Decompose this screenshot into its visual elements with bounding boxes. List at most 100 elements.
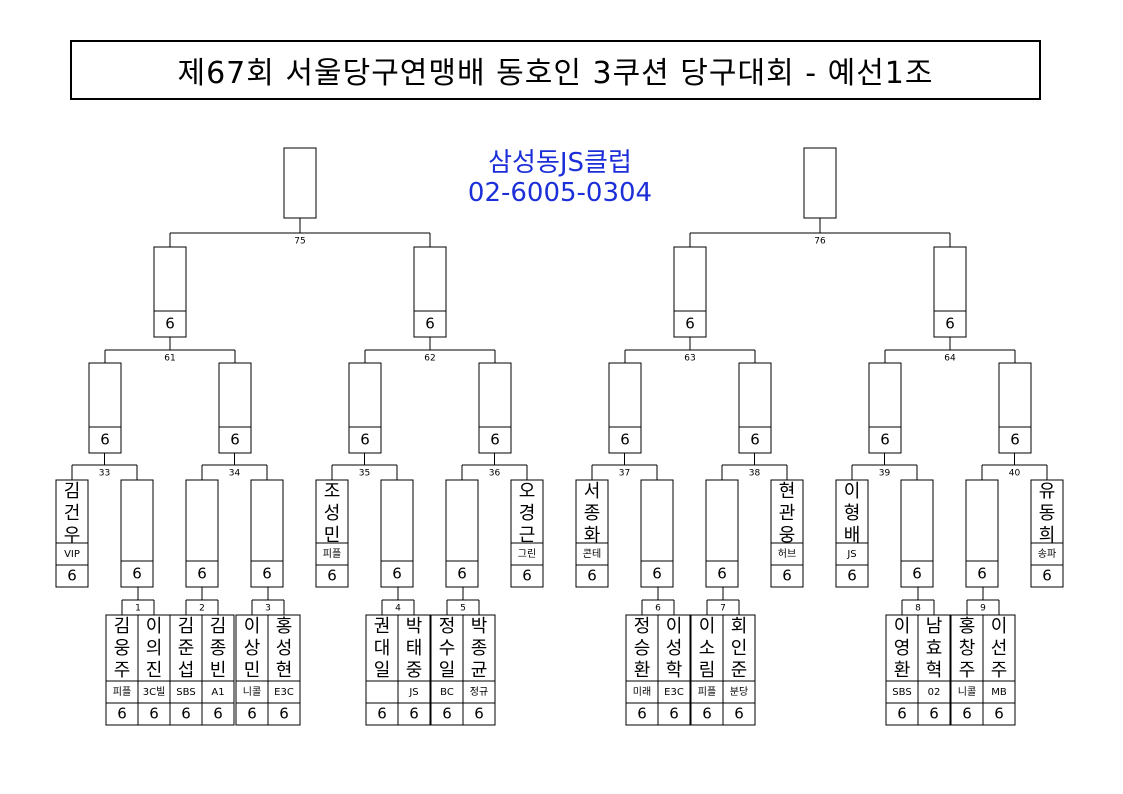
score-mark: 6 bbox=[962, 705, 972, 723]
player-name-char: 이 bbox=[991, 616, 1008, 637]
match-number: 76 bbox=[814, 237, 826, 247]
player-name-char: 홍 bbox=[959, 616, 976, 637]
score-mark: 6 bbox=[213, 705, 223, 723]
player-name-char: 주 bbox=[959, 660, 976, 681]
round3-slot-box bbox=[478, 362, 512, 454]
match-number: 64 bbox=[944, 354, 956, 364]
player-name-char: 민 bbox=[244, 660, 261, 681]
player-name-char: 일 bbox=[374, 660, 391, 681]
final-slot-box bbox=[283, 147, 317, 219]
player-name-char: 준 bbox=[178, 638, 195, 659]
round1-slot-box bbox=[640, 479, 674, 588]
score-mark: 6 bbox=[945, 315, 955, 333]
player-name-char: 조 bbox=[324, 481, 341, 502]
player-name-char: 현 bbox=[779, 481, 796, 502]
match-number: 38 bbox=[749, 469, 761, 479]
player-name-char: 김 bbox=[114, 616, 131, 637]
player-name-char: 이 bbox=[666, 616, 683, 637]
round1-slot-box bbox=[445, 479, 479, 588]
player-name-char: 주 bbox=[991, 660, 1008, 681]
score-mark: 6 bbox=[994, 705, 1004, 723]
player-name-char: 의 bbox=[146, 638, 163, 659]
player-name-char: 환 bbox=[634, 660, 651, 681]
player-name-char: 정 bbox=[634, 616, 651, 637]
score-mark: 6 bbox=[880, 431, 890, 449]
score-mark: 6 bbox=[637, 705, 647, 723]
score-mark: 6 bbox=[522, 567, 532, 585]
player-name-char: 진 bbox=[146, 660, 163, 681]
player-club: SBS bbox=[892, 687, 911, 698]
score-mark: 6 bbox=[685, 315, 695, 333]
score-mark: 6 bbox=[750, 431, 760, 449]
player-name-char: 홍 bbox=[276, 616, 293, 637]
player-name-char: 이 bbox=[894, 616, 911, 637]
player-box bbox=[690, 614, 724, 726]
player-club: MB bbox=[991, 687, 1007, 698]
score-mark: 6 bbox=[425, 315, 435, 333]
player-box bbox=[885, 614, 919, 726]
player-name-char: 건 bbox=[64, 503, 81, 524]
score-mark: 6 bbox=[897, 705, 907, 723]
player-box bbox=[365, 614, 399, 726]
seeded-player-box bbox=[510, 479, 544, 588]
match-number: 62 bbox=[424, 354, 435, 364]
player-name-char: 수 bbox=[439, 638, 456, 659]
player-box bbox=[462, 614, 496, 726]
score-mark: 6 bbox=[717, 565, 727, 583]
player-name-char: 배 bbox=[844, 525, 861, 546]
player-name-char: 림 bbox=[699, 660, 716, 681]
player-box bbox=[201, 614, 235, 726]
match-number: 33 bbox=[99, 469, 110, 479]
player-club: 02 bbox=[928, 687, 941, 698]
match-number: 7 bbox=[720, 604, 726, 614]
score-mark: 6 bbox=[977, 565, 987, 583]
score-mark: 6 bbox=[929, 705, 939, 723]
score-mark: 6 bbox=[247, 705, 257, 723]
match-number: 36 bbox=[489, 469, 501, 479]
score-mark: 6 bbox=[847, 567, 857, 585]
player-name-char: 박 bbox=[471, 616, 488, 637]
round3-slot-box bbox=[998, 362, 1032, 454]
player-name-char: 김 bbox=[178, 616, 195, 637]
player-name-char: 우 bbox=[64, 525, 81, 546]
round3-slot-box bbox=[738, 362, 772, 454]
player-box bbox=[950, 614, 984, 726]
score-mark: 6 bbox=[1042, 567, 1052, 585]
score-mark: 6 bbox=[149, 705, 159, 723]
player-name-char: 희 bbox=[1039, 525, 1056, 546]
score-mark: 6 bbox=[669, 705, 679, 723]
score-mark: 6 bbox=[474, 705, 484, 723]
match-number: 39 bbox=[879, 469, 891, 479]
score-mark: 6 bbox=[360, 431, 370, 449]
player-name-char: 근 bbox=[519, 525, 536, 546]
club-phone: 02-6005-0304 bbox=[467, 178, 653, 208]
player-club: 분당 bbox=[730, 686, 748, 698]
score-mark: 6 bbox=[100, 431, 110, 449]
round3-slot-box bbox=[88, 362, 122, 454]
score-mark: 6 bbox=[702, 705, 712, 723]
player-club: 피플 bbox=[698, 686, 716, 698]
score-mark: 6 bbox=[181, 705, 191, 723]
player-name-char: 남 bbox=[926, 616, 943, 637]
match-number: 8 bbox=[915, 604, 921, 614]
player-box bbox=[105, 614, 139, 726]
score-mark: 6 bbox=[409, 705, 419, 723]
player-name-char: 인 bbox=[731, 638, 748, 659]
score-mark: 6 bbox=[652, 565, 662, 583]
player-name-char: 김 bbox=[210, 616, 227, 637]
score-mark: 6 bbox=[117, 705, 127, 723]
player-club: 미래 bbox=[633, 686, 651, 698]
player-name-char: 섭 bbox=[178, 660, 195, 681]
player-name-char: 성 bbox=[276, 638, 293, 659]
player-name-char: 영 bbox=[894, 638, 911, 659]
score-mark: 6 bbox=[782, 567, 792, 585]
player-club: BC bbox=[440, 687, 454, 698]
seeded-player-box bbox=[835, 479, 869, 588]
player-club: 피플 bbox=[323, 548, 341, 560]
player-club: E3C bbox=[274, 687, 294, 698]
score-mark: 6 bbox=[262, 565, 272, 583]
player-club: 피플 bbox=[113, 686, 131, 698]
player-name-char: 박 bbox=[406, 616, 423, 637]
player-name-char: 정 bbox=[439, 616, 456, 637]
